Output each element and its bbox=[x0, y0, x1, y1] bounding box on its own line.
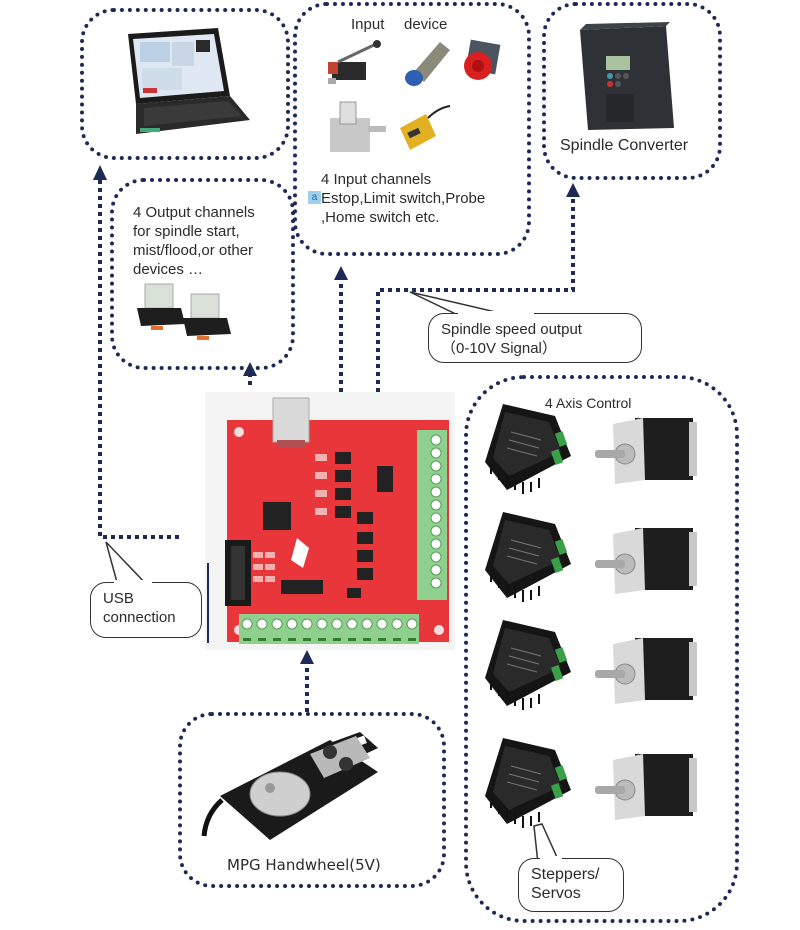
axis-drivers-and-motors bbox=[485, 403, 698, 829]
input-devices-box bbox=[293, 2, 531, 256]
stepper-driver-3 bbox=[485, 619, 572, 711]
usb-callout-tail-cover bbox=[114, 580, 152, 585]
usb-arrow-icon bbox=[93, 165, 107, 180]
inductive-sensor-icon bbox=[400, 105, 451, 150]
vfd-icon bbox=[580, 22, 674, 130]
output-channels-box bbox=[110, 178, 295, 370]
input-channels-description: 4 Input channels Estop,Limit switch,Prob… bbox=[321, 171, 486, 226]
board-side-line bbox=[207, 563, 209, 643]
breakout-board-icon bbox=[205, 392, 455, 650]
limit-switch-icon bbox=[328, 40, 381, 84]
spindle-converter-label: Spindle Converter bbox=[560, 137, 689, 154]
proximity-sensor-icon bbox=[405, 42, 450, 86]
spindle-connector-line bbox=[376, 196, 575, 392]
input-devices-title-right: device bbox=[404, 16, 448, 33]
axis-control-box bbox=[464, 375, 739, 923]
input-arrow-icon bbox=[334, 266, 348, 280]
input-devices-title-left: Input bbox=[351, 16, 385, 33]
stepper-motor-1 bbox=[594, 417, 698, 485]
spindle-arrow-icon bbox=[566, 183, 580, 197]
handwheel-icon bbox=[201, 732, 378, 840]
stepper-driver-2 bbox=[485, 511, 572, 603]
usb-callout: USB connection bbox=[90, 582, 202, 638]
steppers-callout-tail-cover bbox=[540, 856, 562, 861]
stepper-driver-4 bbox=[485, 737, 572, 829]
push-switch-icon bbox=[330, 101, 386, 152]
stepper-driver-1 bbox=[485, 403, 572, 495]
laptop-icon bbox=[128, 28, 250, 134]
stepper-motor-3 bbox=[594, 637, 698, 705]
stepper-motor-2 bbox=[594, 527, 698, 595]
mpg-arrow-icon bbox=[300, 650, 314, 664]
output-channels-description: 4 Output channels for spindle start, mis… bbox=[133, 204, 255, 278]
mpg-handwheel-label: MPG Handwheel(5V) bbox=[227, 856, 381, 874]
relay-icon bbox=[137, 283, 231, 340]
stepper-motor-4 bbox=[594, 753, 698, 821]
mpg-handwheel-box bbox=[178, 712, 446, 888]
computer-box bbox=[80, 8, 290, 160]
emergency-stop-icon bbox=[464, 39, 501, 80]
spindle-converter-box bbox=[542, 2, 722, 180]
usb-connector-line bbox=[98, 180, 182, 539]
input-devices-images bbox=[328, 39, 501, 152]
spindle-speed-callout: Spindle speed output （0-10V Signal） bbox=[428, 313, 642, 363]
output-arrow-icon bbox=[243, 362, 257, 376]
steppers-callout: Steppers/ Servos bbox=[518, 858, 624, 912]
spindle-callout-tail-cover bbox=[458, 311, 534, 316]
axis-control-title: 4 Axis Control bbox=[545, 395, 632, 411]
translate-icon: a bbox=[308, 191, 321, 204]
